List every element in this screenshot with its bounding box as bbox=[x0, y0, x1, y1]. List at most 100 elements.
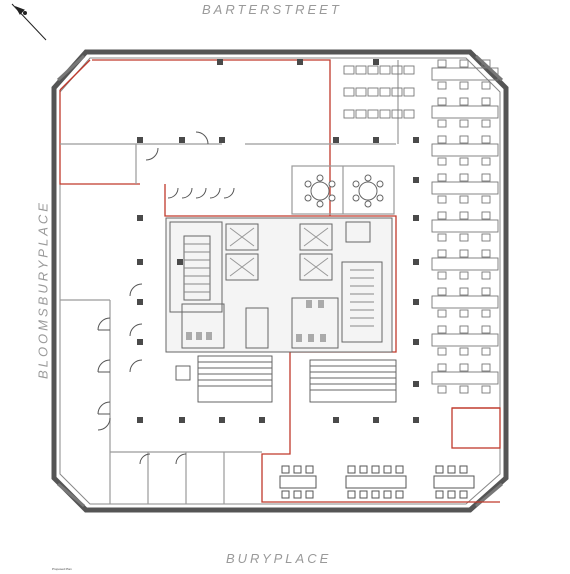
desk-chair bbox=[481, 271, 491, 280]
structural-columns bbox=[137, 59, 419, 423]
column bbox=[413, 339, 419, 345]
desk-chair bbox=[481, 157, 491, 166]
north-arrow-icon bbox=[11, 3, 47, 41]
column bbox=[333, 417, 339, 423]
column bbox=[179, 417, 185, 423]
desk-chair bbox=[481, 325, 491, 334]
desk-chair bbox=[459, 385, 469, 394]
column bbox=[297, 59, 303, 65]
desk-chair bbox=[437, 309, 447, 318]
meeting-chair bbox=[281, 465, 290, 474]
desk-chair bbox=[459, 59, 469, 68]
desk-chair bbox=[437, 195, 447, 204]
meeting-chair bbox=[371, 490, 380, 499]
desk-chair bbox=[459, 325, 469, 334]
desk-chair bbox=[481, 211, 491, 220]
desk-chair bbox=[437, 287, 447, 296]
desk-chair bbox=[459, 97, 469, 106]
desk-chair bbox=[437, 249, 447, 258]
desk-chair bbox=[379, 109, 391, 119]
meeting-chair bbox=[447, 490, 456, 499]
desk-chair bbox=[355, 109, 367, 119]
desk-chair bbox=[437, 233, 447, 242]
desk-chair bbox=[437, 135, 447, 144]
desk-chair bbox=[343, 65, 355, 75]
desk-chair bbox=[343, 109, 355, 119]
desk-chair bbox=[403, 65, 415, 75]
desk-chair bbox=[437, 385, 447, 394]
meeting-chair bbox=[293, 490, 302, 499]
door-swings bbox=[97, 131, 235, 465]
meeting-tables-long bbox=[279, 465, 475, 499]
column bbox=[137, 259, 143, 265]
desk-bank bbox=[431, 181, 499, 195]
desk-chair bbox=[403, 87, 415, 97]
desk-chair bbox=[437, 211, 447, 220]
column bbox=[137, 299, 143, 305]
column bbox=[179, 137, 185, 143]
tiered-seating bbox=[175, 355, 397, 403]
desk-chair bbox=[367, 109, 379, 119]
desk-chair bbox=[459, 287, 469, 296]
workstations bbox=[343, 59, 499, 394]
desk-bank bbox=[431, 295, 499, 309]
meeting-chair bbox=[459, 465, 468, 474]
desk-chair bbox=[355, 87, 367, 97]
column bbox=[413, 137, 419, 143]
meeting-chair bbox=[359, 465, 368, 474]
column bbox=[217, 59, 223, 65]
column bbox=[333, 137, 339, 143]
desk-bank bbox=[431, 257, 499, 271]
meeting-tables-round bbox=[304, 174, 384, 208]
desk-chair bbox=[481, 363, 491, 372]
column bbox=[259, 417, 265, 423]
desk-chair bbox=[403, 109, 415, 119]
desk-chair bbox=[367, 87, 379, 97]
desk-chair bbox=[437, 325, 447, 334]
desk-chair bbox=[379, 87, 391, 97]
column bbox=[137, 339, 143, 345]
desk-chair bbox=[481, 135, 491, 144]
street-label-top: BARTERSTREET bbox=[202, 2, 342, 17]
desk-chair bbox=[437, 347, 447, 356]
meeting-chair bbox=[447, 465, 456, 474]
desk-chair bbox=[355, 65, 367, 75]
desk-chair bbox=[481, 309, 491, 318]
desk-chair bbox=[437, 173, 447, 182]
column bbox=[137, 417, 143, 423]
partitions bbox=[60, 60, 399, 504]
street-label-bottom: BURYPLACE bbox=[226, 551, 332, 566]
desk-chair bbox=[391, 109, 403, 119]
desk-chair bbox=[437, 157, 447, 166]
desk-chair bbox=[481, 347, 491, 356]
desk-chair bbox=[481, 97, 491, 106]
meeting-chair bbox=[435, 490, 444, 499]
desk-chair bbox=[481, 119, 491, 128]
meeting-chair bbox=[347, 465, 356, 474]
meeting-chair bbox=[383, 490, 392, 499]
desk-chair bbox=[437, 271, 447, 280]
desk-bank bbox=[431, 333, 499, 347]
desk-chair bbox=[391, 65, 403, 75]
desk-chair bbox=[459, 119, 469, 128]
meeting-chair bbox=[383, 465, 392, 474]
meeting-chair bbox=[305, 465, 314, 474]
desk-chair bbox=[481, 81, 491, 90]
column bbox=[219, 137, 225, 143]
column bbox=[373, 137, 379, 143]
meeting-chair bbox=[395, 465, 404, 474]
desk-chair bbox=[437, 97, 447, 106]
desk-chair bbox=[481, 59, 491, 68]
desk-chair bbox=[437, 363, 447, 372]
meeting-chair bbox=[435, 465, 444, 474]
desk-chair bbox=[481, 195, 491, 204]
desk-bank bbox=[431, 67, 499, 81]
meeting-chair bbox=[281, 490, 290, 499]
meeting-chair bbox=[359, 490, 368, 499]
meeting-chair bbox=[395, 490, 404, 499]
plan-caption: Proposed Plan bbox=[52, 567, 72, 571]
column bbox=[137, 215, 143, 221]
column bbox=[413, 299, 419, 305]
desk-chair bbox=[379, 65, 391, 75]
